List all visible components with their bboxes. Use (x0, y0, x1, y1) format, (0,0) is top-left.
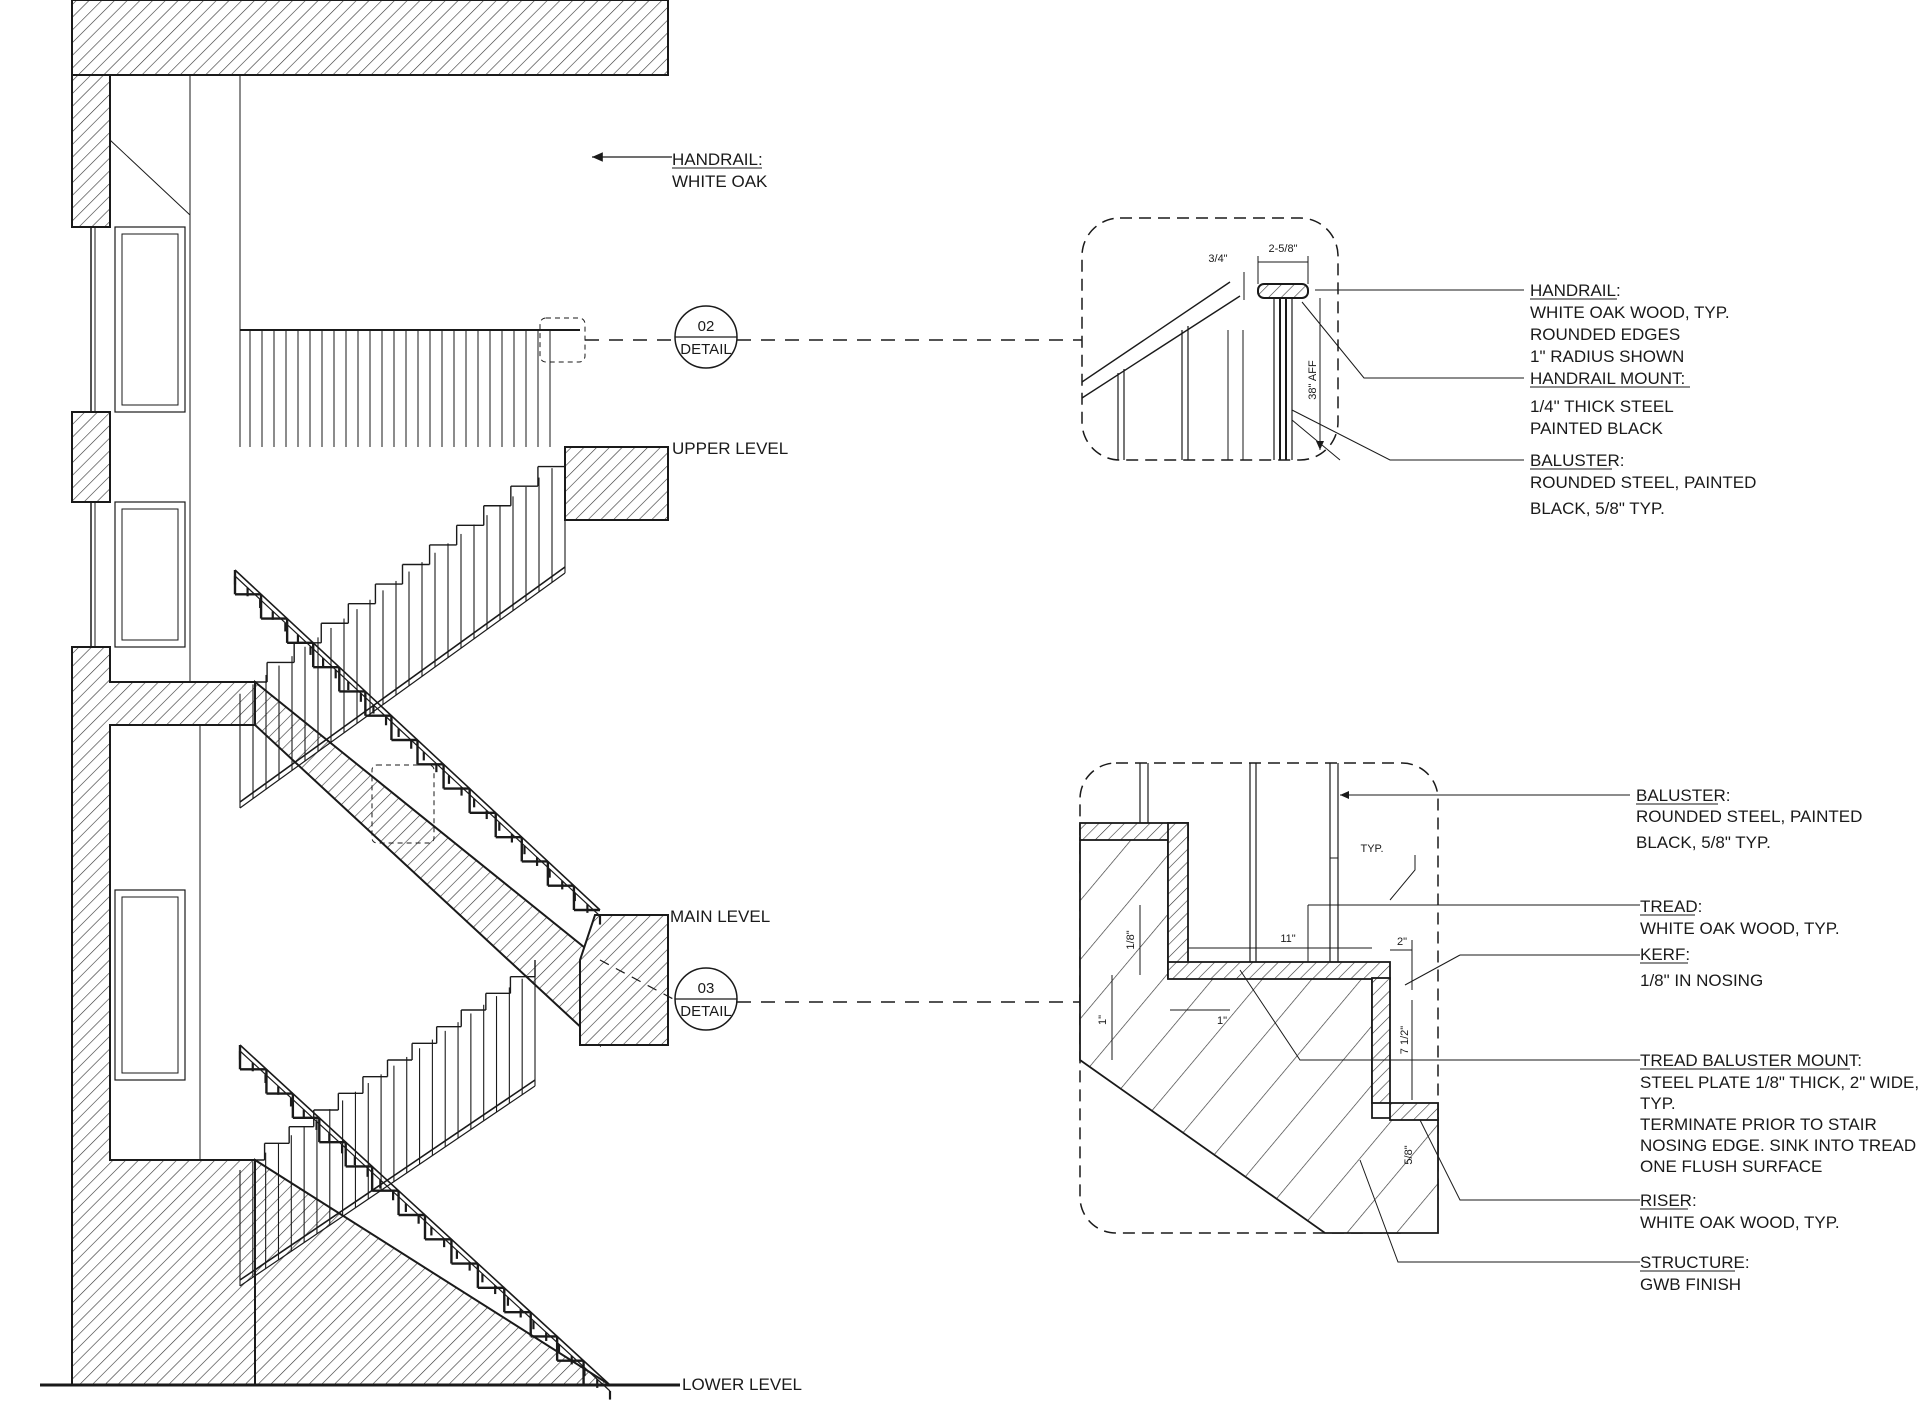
detail-02-dimensions: 2-5/8" 3/4" 38" AFF (1208, 243, 1319, 400)
stair-line (239, 1044, 611, 1386)
detail-02 (1081, 217, 1524, 461)
d03-kerf-line1: 1/8" IN NOSING (1640, 971, 1763, 990)
stair-line (234, 575, 601, 917)
exterior-wall-top (71, 74, 111, 228)
five-eighths-dim: 5/8" (1403, 1145, 1415, 1164)
lower-level-label: LOWER LEVEL (682, 1375, 802, 1394)
main-level-label: MAIN LEVEL (670, 907, 770, 926)
d03-riser-line1: WHITE OAK WOOD, TYP. (1640, 1213, 1840, 1232)
rail-height-dim: 38" AFF (1307, 360, 1319, 400)
stair-flights (233, 447, 612, 1400)
stair-line (239, 1050, 611, 1392)
detail-03-marker (371, 764, 435, 844)
detail-03-number: 03 (698, 980, 715, 997)
window-upper-1 (114, 226, 186, 413)
detail-tag-02[interactable]: 02 DETAIL (539, 305, 1082, 369)
d03-mount-title: TREAD BALUSTER MOUNT: (1640, 1051, 1862, 1070)
typ-dim: TYP. (1360, 843, 1383, 855)
tread-depth-dim: 11" (1280, 933, 1295, 945)
detail-03-label: DETAIL (680, 1003, 731, 1020)
d03-mount-line4: NOSING EDGE. SINK INTO TREAD - (1640, 1136, 1920, 1155)
d03-tread-title: TREAD: (1640, 897, 1702, 916)
rail-thickness-dim: 3/4" (1208, 253, 1227, 265)
d02-handrail-line2: ROUNDED EDGES (1530, 325, 1680, 344)
d03-baluster-title: BALUSTER: (1636, 786, 1730, 805)
d03-tread-line1: WHITE OAK WOOD, TYP. (1640, 919, 1840, 938)
d02-handrail-line1: WHITE OAK WOOD, TYP. (1530, 303, 1730, 322)
detail-02-notes: HANDRAIL: WHITE OAK WOOD, TYP. ROUNDED E… (1530, 281, 1756, 518)
stair-line (239, 572, 566, 809)
detail-tag-03[interactable]: 03 DETAIL (599, 959, 1082, 1031)
d03-baluster-line1: ROUNDED STEEL, PAINTED (1636, 807, 1862, 826)
handrail-material: WHITE OAK (672, 172, 768, 191)
rail-width-dim: 2-5/8" (1269, 243, 1298, 255)
d03-kerf-title: KERF: (1640, 945, 1690, 964)
detail-03-notes: BALUSTER: ROUNDED STEEL, PAINTED BLACK, … (1636, 786, 1920, 1294)
detail-02-frame (1081, 217, 1339, 461)
one-inch-dim-b: 1" (1097, 1015, 1109, 1025)
d03-structure-title: STRUCTURE: (1640, 1253, 1750, 1272)
d03-mount-line5: ONE FLUSH SURFACE (1640, 1157, 1822, 1176)
d03-mount-line1: STEEL PLATE 1/8" THICK, 2" WIDE, (1640, 1073, 1919, 1092)
window-lower (114, 889, 186, 1081)
level-labels: UPPER LEVEL MAIN LEVEL LOWER LEVEL (670, 439, 802, 1394)
d03-mount-line2: TYP. (1640, 1094, 1676, 1113)
exterior-wall-mid (71, 411, 111, 503)
upper-guard (240, 329, 580, 447)
d02-baluster-line1: ROUNDED STEEL, PAINTED (1530, 473, 1756, 492)
roof-slab (71, 0, 669, 76)
d02-handrail-line3: 1" RADIUS SHOWN (1530, 347, 1684, 366)
riser (1167, 822, 1189, 979)
d02-mount-line1: 1/4" THICK STEEL (1530, 397, 1674, 416)
d02-mount-title: HANDRAIL MOUNT: (1530, 369, 1685, 388)
d03-baluster-line2: BLACK, 5/8" TYP. (1636, 833, 1771, 852)
d02-baluster-line2: BLACK, 5/8" TYP. (1530, 499, 1665, 518)
d02-handrail-title: HANDRAIL: (1530, 281, 1621, 300)
d03-riser-title: RISER: (1640, 1191, 1697, 1210)
stair-line (239, 566, 566, 803)
window-upper-2 (114, 501, 186, 648)
building-section (40, 0, 680, 1387)
handrail-title: HANDRAIL: (672, 150, 763, 169)
eighth-dim: 1/8" (1125, 930, 1137, 949)
lower-tread (1167, 961, 1391, 980)
detail-02-number: 02 (698, 318, 715, 335)
handrail-callout: HANDRAIL: WHITE OAK (592, 150, 768, 191)
d03-structure-line1: GWB FINISH (1640, 1275, 1741, 1294)
d03-mount-line3: TERMINATE PRIOR TO STAIR (1640, 1115, 1877, 1134)
main-landing-slab (579, 914, 669, 1046)
detail-02-label: DETAIL (680, 341, 731, 358)
handrail-profile (1257, 283, 1309, 299)
one-inch-dim-a: 1" (1217, 1015, 1227, 1027)
upper-level-label: UPPER LEVEL (672, 439, 788, 458)
detail-03-dimensions: 11" 2" 7 1/2" 1" 1" TYP. 1/8" 5/8" (1097, 843, 1415, 1165)
detail-03 (1079, 762, 1640, 1263)
main-floor-slab (71, 646, 256, 1386)
nosing-dim: 2" (1397, 936, 1407, 948)
riser-height-dim: 7 1/2" (1399, 1026, 1411, 1054)
upper-landing-slab (564, 446, 669, 521)
stair-line (234, 569, 601, 911)
d02-baluster-title: BALUSTER: (1530, 451, 1624, 470)
d02-mount-line2: PAINTED BLACK (1530, 419, 1664, 438)
